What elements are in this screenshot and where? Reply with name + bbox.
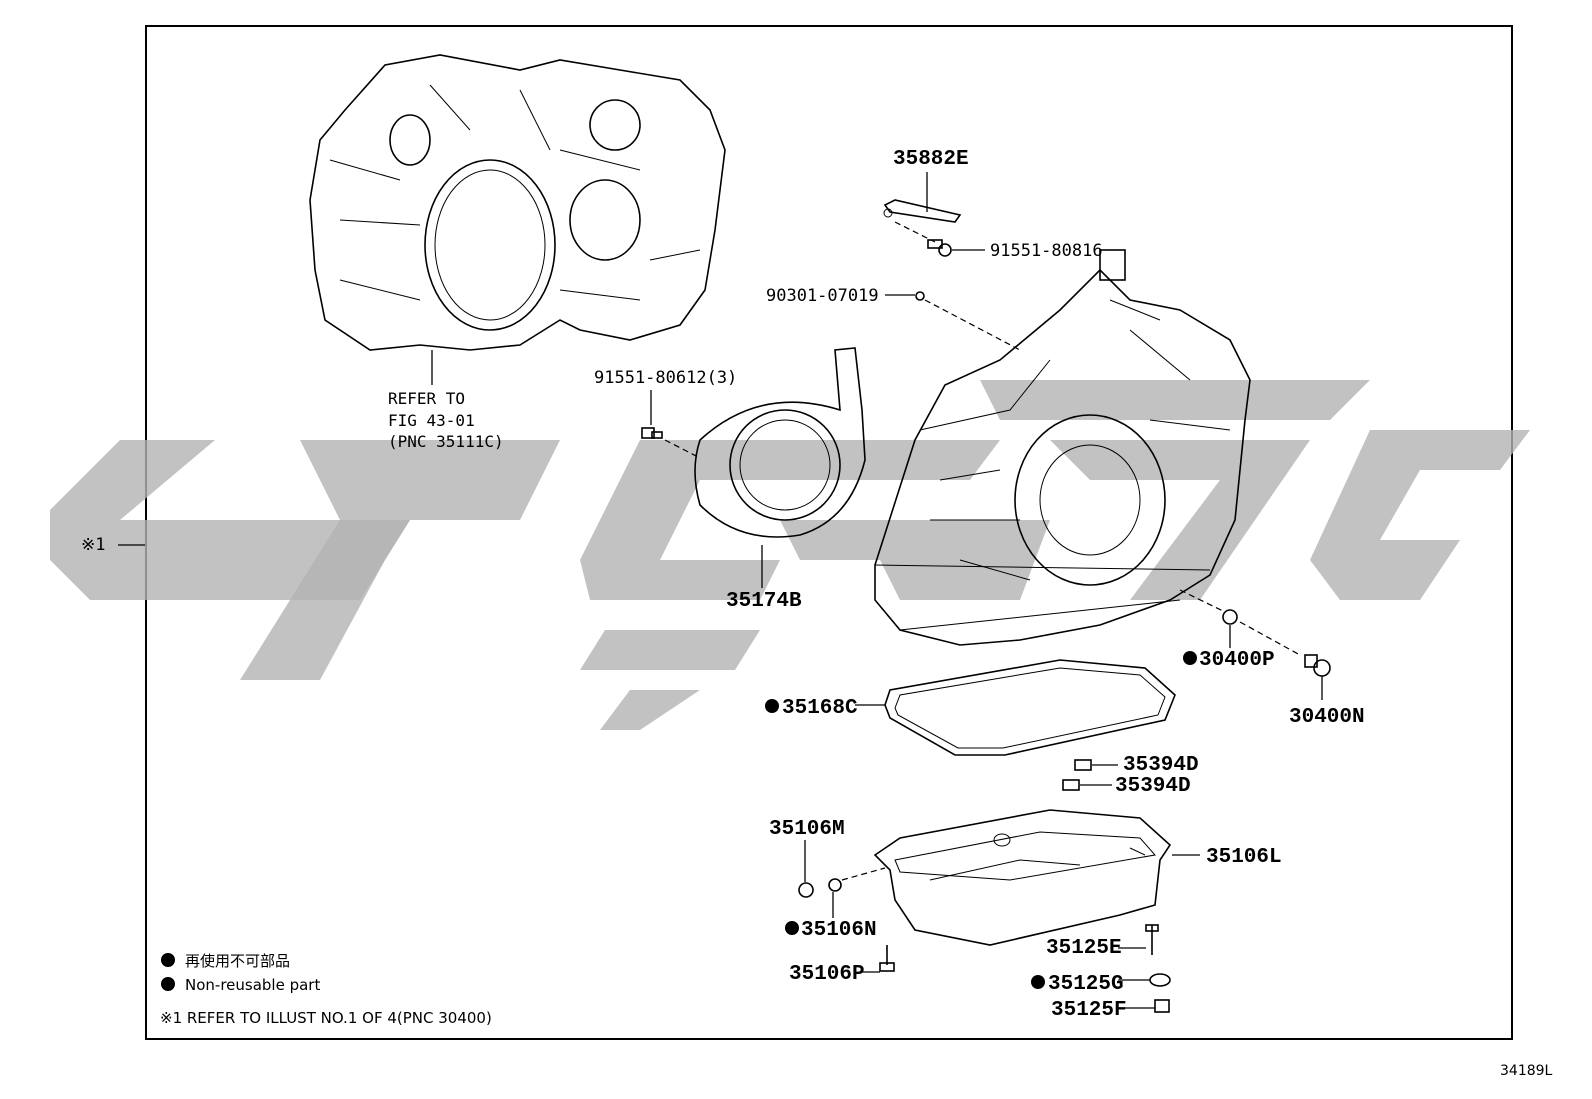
part-label-35125g: 35125G bbox=[1048, 973, 1124, 996]
non-reusable-marker bbox=[765, 699, 779, 713]
part-label-35106p: 35106P bbox=[789, 963, 865, 986]
clip-35882e-drawing bbox=[883, 172, 962, 243]
oil-pan-35106l-drawing bbox=[873, 809, 1200, 946]
bolt-91551-80816-drawing bbox=[927, 239, 985, 257]
part-label-35168c: 35168C bbox=[782, 697, 858, 720]
transaxle-housing-drawing bbox=[309, 54, 726, 385]
part-label-30400n: 30400N bbox=[1289, 706, 1365, 729]
figure-number: 34189L bbox=[1500, 1063, 1553, 1079]
part-label-91551-80612: 91551-80612(3) bbox=[594, 368, 737, 388]
legend-note: ※1 REFER TO ILLUST NO.1 OF 4(PNC 30400) bbox=[160, 1009, 492, 1027]
watermark-logo bbox=[50, 380, 1530, 730]
legend-dot bbox=[161, 977, 175, 991]
drain-plug-30400-drawing bbox=[1222, 609, 1331, 700]
non-reusable-marker bbox=[1183, 651, 1197, 665]
refer-to-line3: (PNC 35111C) bbox=[388, 432, 504, 451]
refer-to-line1: REFER TO bbox=[388, 389, 465, 408]
pan-fittings-35125-drawing bbox=[1118, 924, 1171, 1013]
part-label-35106l: 35106L bbox=[1206, 846, 1282, 869]
legend-dot bbox=[161, 953, 175, 967]
part-label-30400p: 30400P bbox=[1199, 649, 1275, 672]
gasket-35168c-drawing bbox=[855, 659, 1176, 756]
magnets-35394d-drawing bbox=[1062, 759, 1118, 791]
part-label-90301-07019: 90301-07019 bbox=[766, 286, 879, 306]
non-reusable-marker bbox=[785, 921, 799, 935]
refer-to-line2: FIG 43-01 bbox=[388, 411, 475, 430]
non-reusable-marker bbox=[1031, 975, 1045, 989]
transmission-body-drawing bbox=[874, 249, 1251, 646]
part-label-35394d-lower: 35394D bbox=[1115, 775, 1191, 798]
part-label-35125e: 35125E bbox=[1046, 937, 1122, 960]
legend-text-en: Non-reusable part bbox=[185, 976, 320, 994]
note-ref-marker: ※1 bbox=[81, 535, 105, 555]
o-ring-90301-07019-drawing bbox=[885, 291, 1021, 351]
legend-text-jp: 再使用不可部品 bbox=[185, 952, 290, 970]
part-label-35125f: 35125F bbox=[1051, 999, 1127, 1022]
shield-35174b-drawing bbox=[641, 347, 866, 588]
part-label-35394d-upper: 35394D bbox=[1123, 754, 1199, 777]
part-label-35882e: 35882E bbox=[893, 148, 969, 171]
pan-bolts-35106-drawing bbox=[798, 840, 895, 973]
part-label-35106m: 35106M bbox=[769, 818, 845, 841]
part-label-35106n: 35106N bbox=[801, 919, 877, 942]
part-label-91551-80816: 91551-80816 bbox=[990, 241, 1103, 261]
part-label-35174b: 35174B bbox=[726, 590, 802, 613]
